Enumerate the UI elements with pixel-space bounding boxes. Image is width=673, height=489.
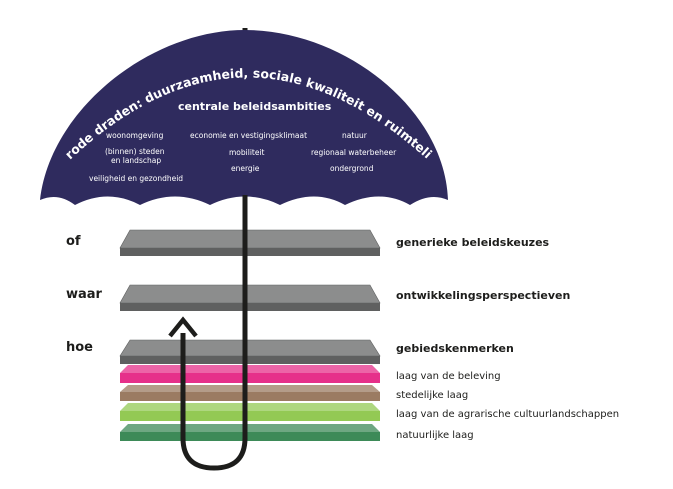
question-of: of [66, 234, 81, 249]
question-waar: waar [66, 287, 102, 302]
layer-gebied-plane [119, 339, 381, 364]
ambition-veiligheid: veiligheid en gezondheid [89, 174, 184, 183]
ambition-energie: energie [231, 164, 260, 173]
ambition-steden-line1: (binnen) steden [105, 147, 165, 156]
label-generieke: generieke beleidskeuzes [396, 236, 550, 249]
label-beleving: laag van de beleving [396, 371, 501, 382]
ambition-ondergrond: ondergrond [330, 164, 374, 173]
ambition-natuur: natuur [342, 131, 367, 140]
umbrella-canopy [40, 30, 448, 205]
umbrella-handle [180, 333, 248, 471]
ambition-mobiliteit: mobiliteit [229, 148, 265, 157]
ambition-woonomgeving: woonomgeving [106, 131, 164, 140]
ambition-steden-line2: en landschap [111, 156, 162, 165]
label-ontwikkeling: ontwikkelingsperspectieven [396, 289, 571, 302]
layer-beleving-plane [120, 365, 380, 383]
layer-ontwikkeling-plane [119, 284, 381, 311]
layer-natuurlijk-plane [120, 424, 380, 441]
ambition-economie: economie en vestigingsklimaat [190, 131, 308, 140]
layer-agrarisch-plane [120, 403, 380, 421]
layer-stedelijk-plane [120, 385, 380, 401]
arrow-up-icon [168, 316, 198, 338]
ambition-water: regionaal waterbeheer [311, 148, 397, 157]
label-natuurlijk: natuurlijke laag [396, 430, 474, 441]
label-stedelijk: stedelijke laag [396, 390, 469, 401]
label-gebied: gebiedskenmerken [396, 342, 514, 355]
label-agrarisch: laag van de agrarische cultuurlandschapp… [396, 409, 620, 420]
question-hoe: hoe [66, 340, 94, 355]
layer-generieke-plane [119, 229, 381, 256]
ambitions-title: centrale beleidsambities [178, 100, 332, 113]
